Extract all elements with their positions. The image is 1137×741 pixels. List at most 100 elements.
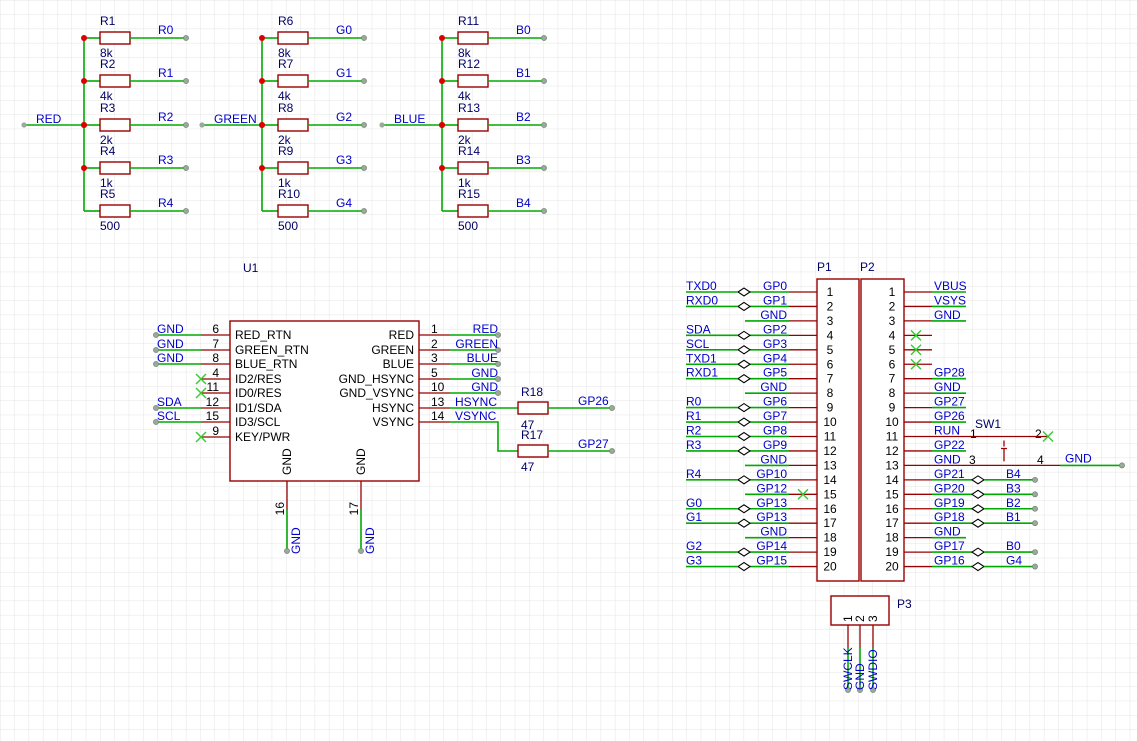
p2-gp-label: GP22 bbox=[934, 438, 965, 452]
p2-gp-label: GND bbox=[934, 452, 961, 466]
junction-dot bbox=[259, 122, 265, 128]
resistor-ref: R7 bbox=[278, 57, 294, 71]
u1-pin-name: ID0/RES bbox=[235, 386, 282, 400]
p1-pin-number: 2 bbox=[827, 299, 834, 313]
p2-pin-number: 16 bbox=[885, 502, 899, 516]
resistor-ref: R6 bbox=[278, 14, 294, 28]
net-end-point bbox=[541, 165, 547, 171]
u1-net-label: VSYNC bbox=[455, 409, 497, 423]
p1-body bbox=[816, 278, 860, 582]
net-end-point bbox=[495, 390, 501, 396]
ladder-input-label: RED bbox=[36, 112, 62, 126]
p2-pin-number: 5 bbox=[889, 343, 896, 357]
p2-pin-number: 12 bbox=[885, 444, 899, 458]
p1-net-label: R4 bbox=[686, 467, 702, 481]
p1-pin-number: 6 bbox=[827, 357, 834, 371]
p1-pin-number: 17 bbox=[823, 516, 837, 530]
p1-gp-label: GP13 bbox=[756, 496, 787, 510]
resistor-value: 1k bbox=[100, 176, 114, 190]
u1-net-label: GND bbox=[157, 322, 184, 336]
p1-gp-label: GND bbox=[760, 308, 787, 322]
r17-body bbox=[517, 444, 549, 458]
p2-gp-label: VBUS bbox=[934, 279, 967, 293]
net-end-point bbox=[183, 122, 189, 128]
u1-pin-name: GND_HSYNC bbox=[339, 372, 415, 386]
net-end-point bbox=[183, 208, 189, 214]
u1-pin-number: 16 bbox=[273, 502, 287, 516]
junction-dot bbox=[259, 165, 265, 171]
r17-ref: R17 bbox=[521, 428, 543, 442]
p1-net-label: SDA bbox=[686, 322, 711, 336]
u1-pin-name: RED_RTN bbox=[235, 328, 291, 342]
p3-net-label: SWDIO bbox=[866, 649, 880, 690]
no-connect-marker bbox=[195, 431, 207, 443]
p1-gp-label: GP6 bbox=[763, 395, 787, 409]
resistor-body bbox=[99, 31, 131, 45]
resistor-net-label: G2 bbox=[336, 110, 352, 124]
u1-pin-name: BLUE_RTN bbox=[235, 357, 297, 371]
sw1-pin-number: 4 bbox=[1037, 453, 1044, 467]
p3-pin-number: 3 bbox=[866, 615, 880, 622]
net-end-point bbox=[1032, 476, 1038, 483]
p1-pin-number: 3 bbox=[827, 314, 834, 328]
net-end-point bbox=[845, 687, 851, 693]
resistor-body bbox=[457, 31, 489, 45]
p2-gp-label: GP18 bbox=[934, 510, 965, 524]
u1-pin-name: RED bbox=[389, 328, 415, 342]
resistor-value: 8k bbox=[278, 46, 292, 60]
net-end-point bbox=[541, 35, 547, 41]
net-end-point bbox=[153, 405, 159, 411]
resistor-value: 4k bbox=[100, 89, 114, 103]
p2-gp-label: RUN bbox=[934, 424, 960, 438]
p1-gp-label: GND bbox=[760, 380, 787, 394]
net-end-point bbox=[361, 35, 367, 41]
u1-net-label: GREEN bbox=[455, 337, 498, 351]
p3-pin-number: 2 bbox=[853, 615, 867, 622]
resistor-body bbox=[277, 118, 309, 132]
vsync-wire bbox=[450, 421, 518, 452]
p3-body bbox=[830, 595, 890, 626]
resistor-ref: R15 bbox=[458, 187, 480, 201]
p3-ref: P3 bbox=[897, 597, 912, 611]
resistor-net-label: B3 bbox=[516, 153, 531, 167]
r17-net-label: GP27 bbox=[578, 437, 609, 451]
sw1-ref: SW1 bbox=[975, 417, 1001, 431]
bidirectional-port-icon bbox=[737, 561, 751, 572]
junction-dot bbox=[439, 165, 445, 171]
bidirectional-port-icon bbox=[737, 301, 751, 312]
resistor-ref: R2 bbox=[100, 57, 116, 71]
u1-net-label: GND bbox=[471, 380, 498, 394]
no-connect-stroke bbox=[910, 358, 922, 370]
u1-net-label: GND bbox=[157, 337, 184, 351]
net-end-point bbox=[495, 361, 501, 367]
u1-pin-number: 4 bbox=[212, 366, 219, 380]
p2-pin-number: 8 bbox=[889, 386, 896, 400]
no-connect-stroke bbox=[910, 329, 922, 341]
p1-gp-label: GP7 bbox=[763, 409, 787, 423]
p2-pin-number: 7 bbox=[889, 372, 896, 386]
u1-pin-number: 6 bbox=[212, 322, 219, 336]
resistor-value: 1k bbox=[278, 176, 292, 190]
p1-net-label: RXD1 bbox=[686, 366, 718, 380]
p2-gp-label: VSYS bbox=[934, 293, 966, 307]
resistor-ref: R14 bbox=[458, 144, 480, 158]
u1-pin-name: GREEN bbox=[371, 343, 414, 357]
u1-pin-name: VSYNC bbox=[373, 415, 415, 429]
bidirectional-port-icon bbox=[737, 402, 751, 413]
net-end-point bbox=[857, 687, 863, 693]
u1-net-label: RED bbox=[473, 322, 499, 336]
net-end-point bbox=[361, 122, 367, 128]
bidirectional-port-icon bbox=[737, 287, 751, 297]
net-end-point bbox=[199, 122, 205, 128]
p1-gp-label: GP3 bbox=[763, 337, 787, 351]
p1-gp-label: GP1 bbox=[763, 293, 787, 307]
resistor-net-label: G0 bbox=[336, 23, 352, 37]
u1-pin-number: 7 bbox=[212, 337, 219, 351]
resistor-ref: R3 bbox=[100, 101, 116, 115]
sw1-pin-number: 3 bbox=[969, 453, 976, 467]
u1-pin-number: 8 bbox=[212, 351, 219, 365]
sw1-pin-number: 1 bbox=[970, 427, 977, 441]
net-end-point bbox=[609, 448, 615, 454]
resistor-net-label: B0 bbox=[516, 23, 531, 37]
